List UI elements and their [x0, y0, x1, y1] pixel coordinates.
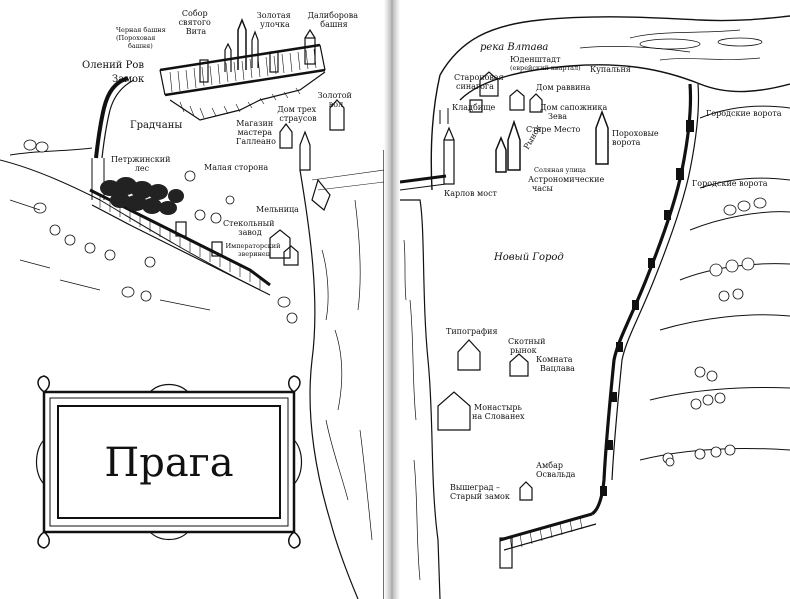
label-glass-factory: Стекольный завод — [223, 219, 277, 237]
left-buildings — [269, 99, 345, 266]
label-old-town: Старе Место — [526, 125, 581, 134]
label-river: река Влтава — [480, 42, 548, 53]
label-judenstadt: Юденштадт — [510, 55, 561, 64]
label-printing-house: Типография — [446, 327, 498, 336]
vltava-river-right — [400, 15, 790, 599]
title-cartouche: Прага — [35, 375, 303, 549]
label-petrin-forest: Петржинский лес — [111, 155, 173, 173]
label-golden-well: Золотой вол — [318, 91, 355, 109]
label-bathhouse: Купальня — [590, 65, 631, 74]
label-rabbi-house: Дом раввина — [536, 83, 591, 92]
right-landscape — [639, 105, 790, 467]
label-deer-moat: Олений Ров — [82, 60, 144, 71]
label-city-gate-2: Городские ворота — [692, 179, 768, 188]
label-castle: Замок — [112, 74, 145, 85]
label-new-town: Новый Город — [493, 252, 564, 263]
label-jewish-quarter: (еврейский квартал) — [510, 64, 581, 72]
label-cemetery: Кладбище — [452, 103, 496, 112]
left-trees — [9, 139, 298, 324]
label-oswald-barn: Амбар Освальда — [536, 461, 576, 479]
new-town-buildings — [437, 339, 533, 501]
map-title: Прага — [104, 440, 233, 486]
horizon-line — [9, 147, 93, 156]
old-town-buildings — [439, 71, 609, 173]
label-city-gate-1: Городские ворота — [706, 109, 782, 118]
label-mill: Мельница — [256, 205, 299, 214]
label-black-tower: Черная башня (Пороховая башня) — [116, 26, 168, 50]
label-slavic-monastery: Монастырь на Слованех — [472, 403, 525, 421]
label-imperial-menagerie: Императорский зверинец — [225, 242, 282, 258]
label-vaclav-room: Комната Вацлава — [536, 355, 575, 373]
label-galleano-shop: Магазин мастера Галлеано — [236, 119, 276, 146]
left-map: Черная башня (Пороховая башня) Собор свя… — [0, 9, 384, 599]
right-map: река Влтава Юденштадт (еврейский квартал… — [400, 15, 790, 599]
label-cattle-market: Скотный рынок — [508, 337, 548, 355]
new-town-wall — [499, 83, 700, 569]
vltava-river-left — [299, 150, 384, 599]
ground-line — [0, 159, 261, 291]
right-page: река Влтава Юденштадт (еврейский квартал… — [400, 0, 790, 599]
label-salt-street: Соляная улица — [534, 166, 586, 174]
castle-complex — [159, 17, 326, 121]
label-vysehrad: Вышеград – Старый замок — [450, 483, 510, 501]
left-page: Черная башня (Пороховая башня) Собор свя… — [0, 0, 384, 599]
label-astronomical-clock: Астрономические часы — [528, 175, 607, 193]
label-cathedral: Собор святого Вита — [179, 9, 214, 36]
label-zev-house: Дом сапожника Зева — [540, 103, 610, 121]
label-dalibor-tower: Далиборова башня — [307, 11, 360, 29]
label-old-new-synagogue: Староновая синагога — [454, 73, 506, 91]
label-charles-bridge: Карлов мост — [444, 189, 498, 198]
charles-bridge — [400, 126, 455, 191]
book-gutter — [384, 0, 400, 599]
petrin-forest — [100, 177, 184, 215]
label-lesser-town: Малая сторона — [204, 163, 268, 172]
label-golden-lane: Золотая улочка — [257, 11, 294, 29]
label-powder-gate: Пороховые ворота — [612, 129, 661, 147]
label-hradcany: Градчаны — [130, 120, 182, 131]
label-three-ostriches: Дом трех страусов — [277, 105, 318, 123]
